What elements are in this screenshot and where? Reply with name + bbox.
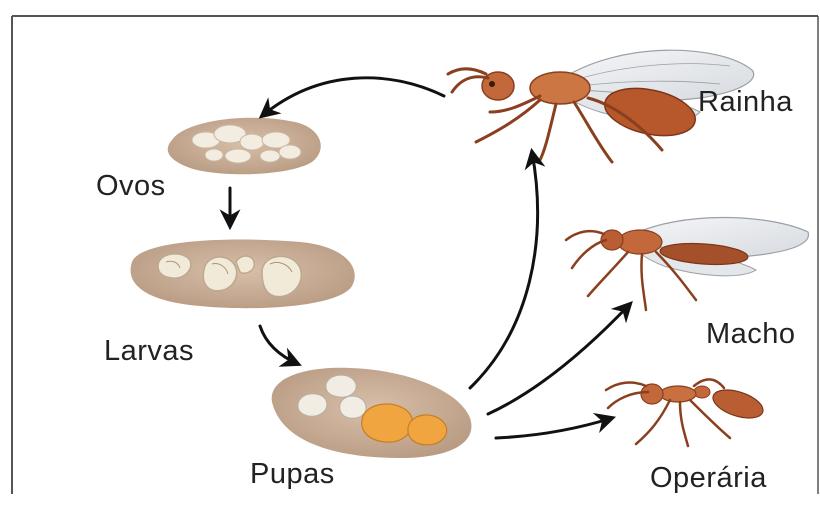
pupae-nest [272, 368, 472, 458]
worker-ant [606, 379, 766, 446]
label-pupae: Pupas [250, 458, 335, 491]
larvae-nest [131, 239, 355, 308]
arrow-larvae-to-pupae [260, 326, 298, 364]
label-eggs: Ovos [96, 170, 166, 203]
arrow-queen-to-eggs [262, 78, 444, 116]
label-queen: Rainha [698, 86, 793, 119]
label-worker: Operária [650, 462, 767, 495]
label-larvae: Larvas [104, 335, 194, 368]
arrow-pupae-to-worker [496, 418, 612, 438]
arrow-pupae-to-male [488, 304, 630, 414]
eggs-nest [168, 118, 321, 175]
label-male: Macho [706, 318, 796, 351]
male-ant [566, 218, 808, 311]
arrow-pupae-to-queen [470, 152, 538, 388]
